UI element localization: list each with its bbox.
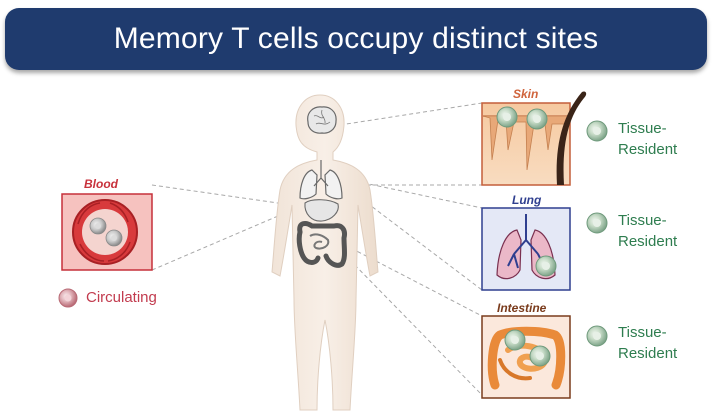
skin-resident-line2: Resident xyxy=(618,141,678,158)
body-lungs-icon xyxy=(299,169,318,200)
brain-icon xyxy=(307,106,337,134)
blood-label: Blood xyxy=(84,177,118,191)
lung-icon xyxy=(496,229,522,280)
connector-intestine-bottom xyxy=(344,254,483,396)
intestine-resident-line2: Resident xyxy=(618,345,678,362)
skin-resident-text: Tissue- Resident xyxy=(618,118,677,160)
lung-panel xyxy=(481,207,571,291)
connector-lines xyxy=(151,102,483,396)
blood-panel xyxy=(61,193,153,271)
circulating-text: Circulating xyxy=(86,289,157,306)
skin-resident-line1: Tissue- xyxy=(618,120,667,137)
connector-intestine-top xyxy=(344,244,483,317)
lung-resident-line1: Tissue- xyxy=(618,212,667,229)
skin-label: Skin xyxy=(513,87,539,101)
lung-resident-line2: Resident xyxy=(618,233,678,250)
intestine-panel xyxy=(481,315,571,399)
connector-blood-bottom xyxy=(151,209,293,271)
title-banner: Memory T cells occupy distinct sites xyxy=(5,8,707,70)
connector-blood-top xyxy=(151,184,293,206)
lung-resident-text: Tissue- Resident xyxy=(618,210,677,252)
intestine-icon xyxy=(487,326,566,390)
hair-follicle-icon xyxy=(556,91,587,185)
intestine-label: Intestine xyxy=(497,301,547,315)
slide-title: Memory T cells occupy distinct sites xyxy=(113,22,599,55)
resident-legend-cells xyxy=(586,120,608,347)
body-intestine-icon xyxy=(297,221,347,268)
connector-skin-top xyxy=(339,102,483,126)
intestine-resident-text: Tissue- Resident xyxy=(618,322,677,364)
lung-label: Lung xyxy=(512,193,542,207)
human-body-illustration xyxy=(271,94,379,411)
connector-lung-top xyxy=(349,179,483,209)
skin-panel xyxy=(481,91,587,186)
intestine-resident-line1: Tissue- xyxy=(618,324,667,341)
